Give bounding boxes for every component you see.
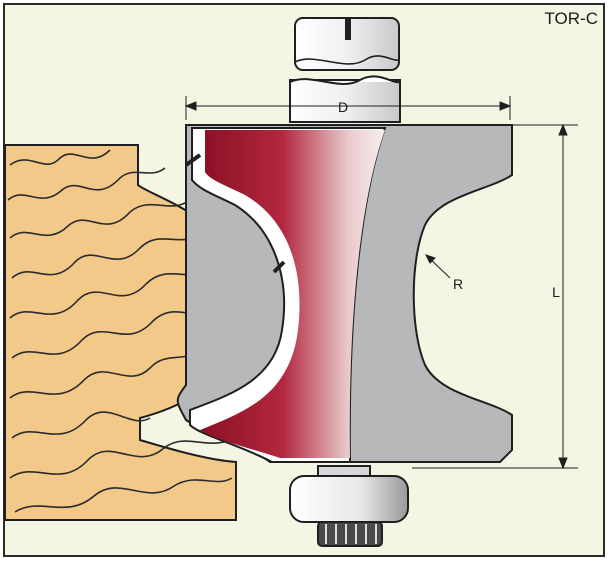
shank bbox=[289, 75, 401, 123]
wood-workpiece bbox=[4, 144, 243, 521]
dimension-l bbox=[412, 123, 578, 470]
dimension-d bbox=[184, 96, 512, 120]
wood-grain bbox=[7, 149, 233, 513]
dimension-r bbox=[425, 254, 451, 279]
label-d: D bbox=[338, 99, 348, 115]
label-r: R bbox=[453, 276, 463, 292]
blade-marker-mid bbox=[272, 260, 286, 274]
model-tag: TOR-C bbox=[544, 9, 598, 28]
bearing bbox=[289, 465, 409, 547]
screw-head bbox=[294, 17, 400, 71]
blade-red bbox=[200, 130, 385, 458]
label-l: L bbox=[552, 284, 560, 300]
blade-marker-top bbox=[184, 153, 202, 167]
